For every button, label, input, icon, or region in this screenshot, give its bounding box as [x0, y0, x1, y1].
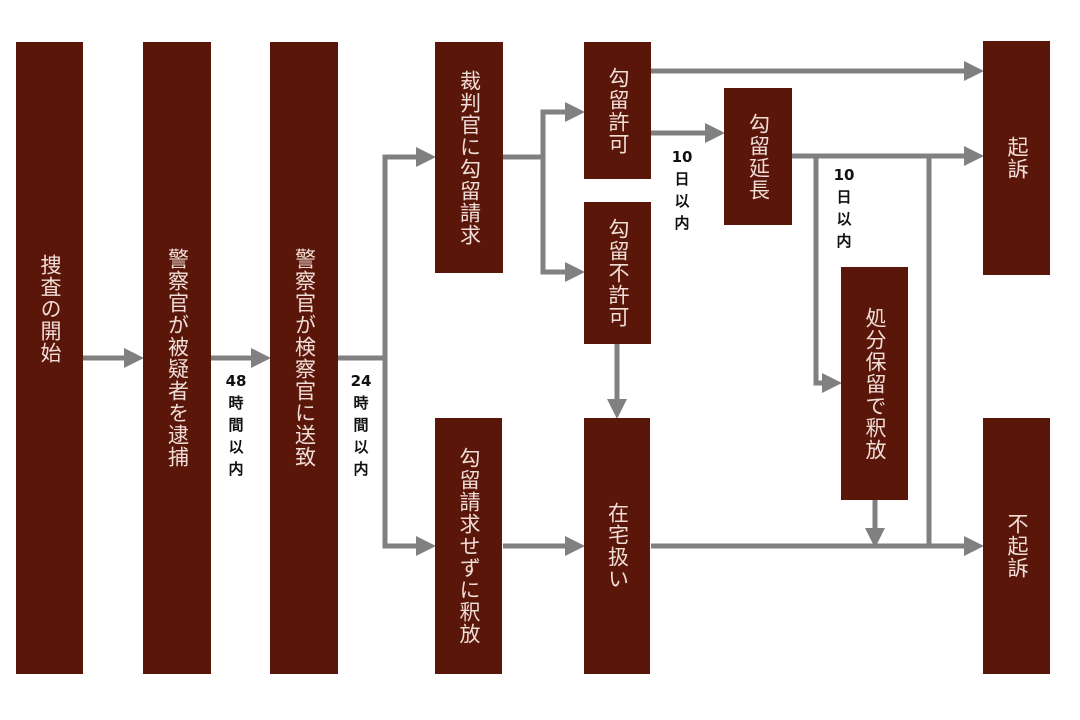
note-10b-line: 以 — [836, 210, 852, 228]
box-indict: 起訴 — [983, 41, 1050, 275]
note-24-line: 間 — [353, 416, 369, 434]
box-approved: 勾留許可 — [584, 42, 651, 179]
note-48-line: 間 — [228, 416, 244, 434]
arrow-request-to-denied — [540, 155, 585, 282]
note-10-days-b: 10 日 以 内 — [828, 164, 860, 252]
note-10a-line: 以 — [674, 192, 690, 210]
note-48-line: 時 — [228, 394, 244, 412]
box-request: 裁判官に勾留請求 — [435, 42, 503, 273]
box-send: 警察官が検察官に送致 — [270, 42, 338, 674]
box-pending-label: 処分保留で釈放 — [863, 306, 887, 461]
arrow-extension-to-pending — [813, 156, 842, 393]
box-request-label: 裁判官に勾留請求 — [457, 69, 482, 246]
box-start: 捜査の開始 — [16, 42, 83, 674]
box-no-indict-label: 不起訴 — [1005, 513, 1029, 579]
note-48-line: 内 — [228, 460, 244, 478]
box-no-request: 勾留請求せずに釈放 — [435, 418, 502, 674]
box-arrest-label: 警察官が被疑者を逮捕 — [165, 248, 190, 468]
note-24-hours: 24 時 間 以 内 — [345, 370, 377, 480]
arrow-send-to-request — [338, 147, 436, 361]
note-10-days-a: 10 日 以 内 — [666, 146, 698, 234]
box-start-label: 捜査の開始 — [38, 254, 62, 364]
arrow-request-to-approved — [503, 102, 585, 160]
box-approved-label: 勾留許可 — [606, 66, 630, 155]
note-24-line: 時 — [353, 394, 369, 412]
note-48-line: 以 — [228, 438, 244, 456]
box-no-indict: 不起訴 — [983, 418, 1050, 674]
box-indict-label: 起訴 — [1005, 136, 1029, 180]
note-10a-line: 日 — [674, 170, 690, 188]
note-24-line: 内 — [353, 460, 369, 478]
note-48-line: 48 — [225, 372, 247, 390]
box-denied: 勾留不許可 — [584, 202, 651, 344]
note-48-hours: 48 時 間 以 内 — [220, 370, 252, 480]
note-10b-line: 10 — [833, 166, 855, 184]
box-extension: 勾留延長 — [724, 88, 792, 225]
note-24-line: 24 — [350, 372, 372, 390]
arrow-send-to-no-request — [382, 356, 436, 556]
note-10b-line: 日 — [836, 188, 852, 206]
box-send-label: 警察官が検察官に送致 — [292, 248, 317, 468]
note-10a-line: 10 — [671, 148, 693, 166]
box-arrest: 警察官が被疑者を逮捕 — [143, 42, 211, 674]
box-denied-label: 勾留不許可 — [606, 218, 630, 328]
box-at-home: 在宅扱い — [584, 418, 650, 674]
note-24-line: 以 — [353, 438, 369, 456]
box-pending: 処分保留で釈放 — [841, 267, 908, 500]
box-no-request-label: 勾留請求せずに釈放 — [457, 447, 481, 645]
box-at-home-label: 在宅扱い — [605, 502, 630, 590]
box-extension-label: 勾留延長 — [746, 112, 771, 201]
note-10a-line: 内 — [674, 214, 690, 232]
note-10b-line: 内 — [836, 232, 852, 250]
